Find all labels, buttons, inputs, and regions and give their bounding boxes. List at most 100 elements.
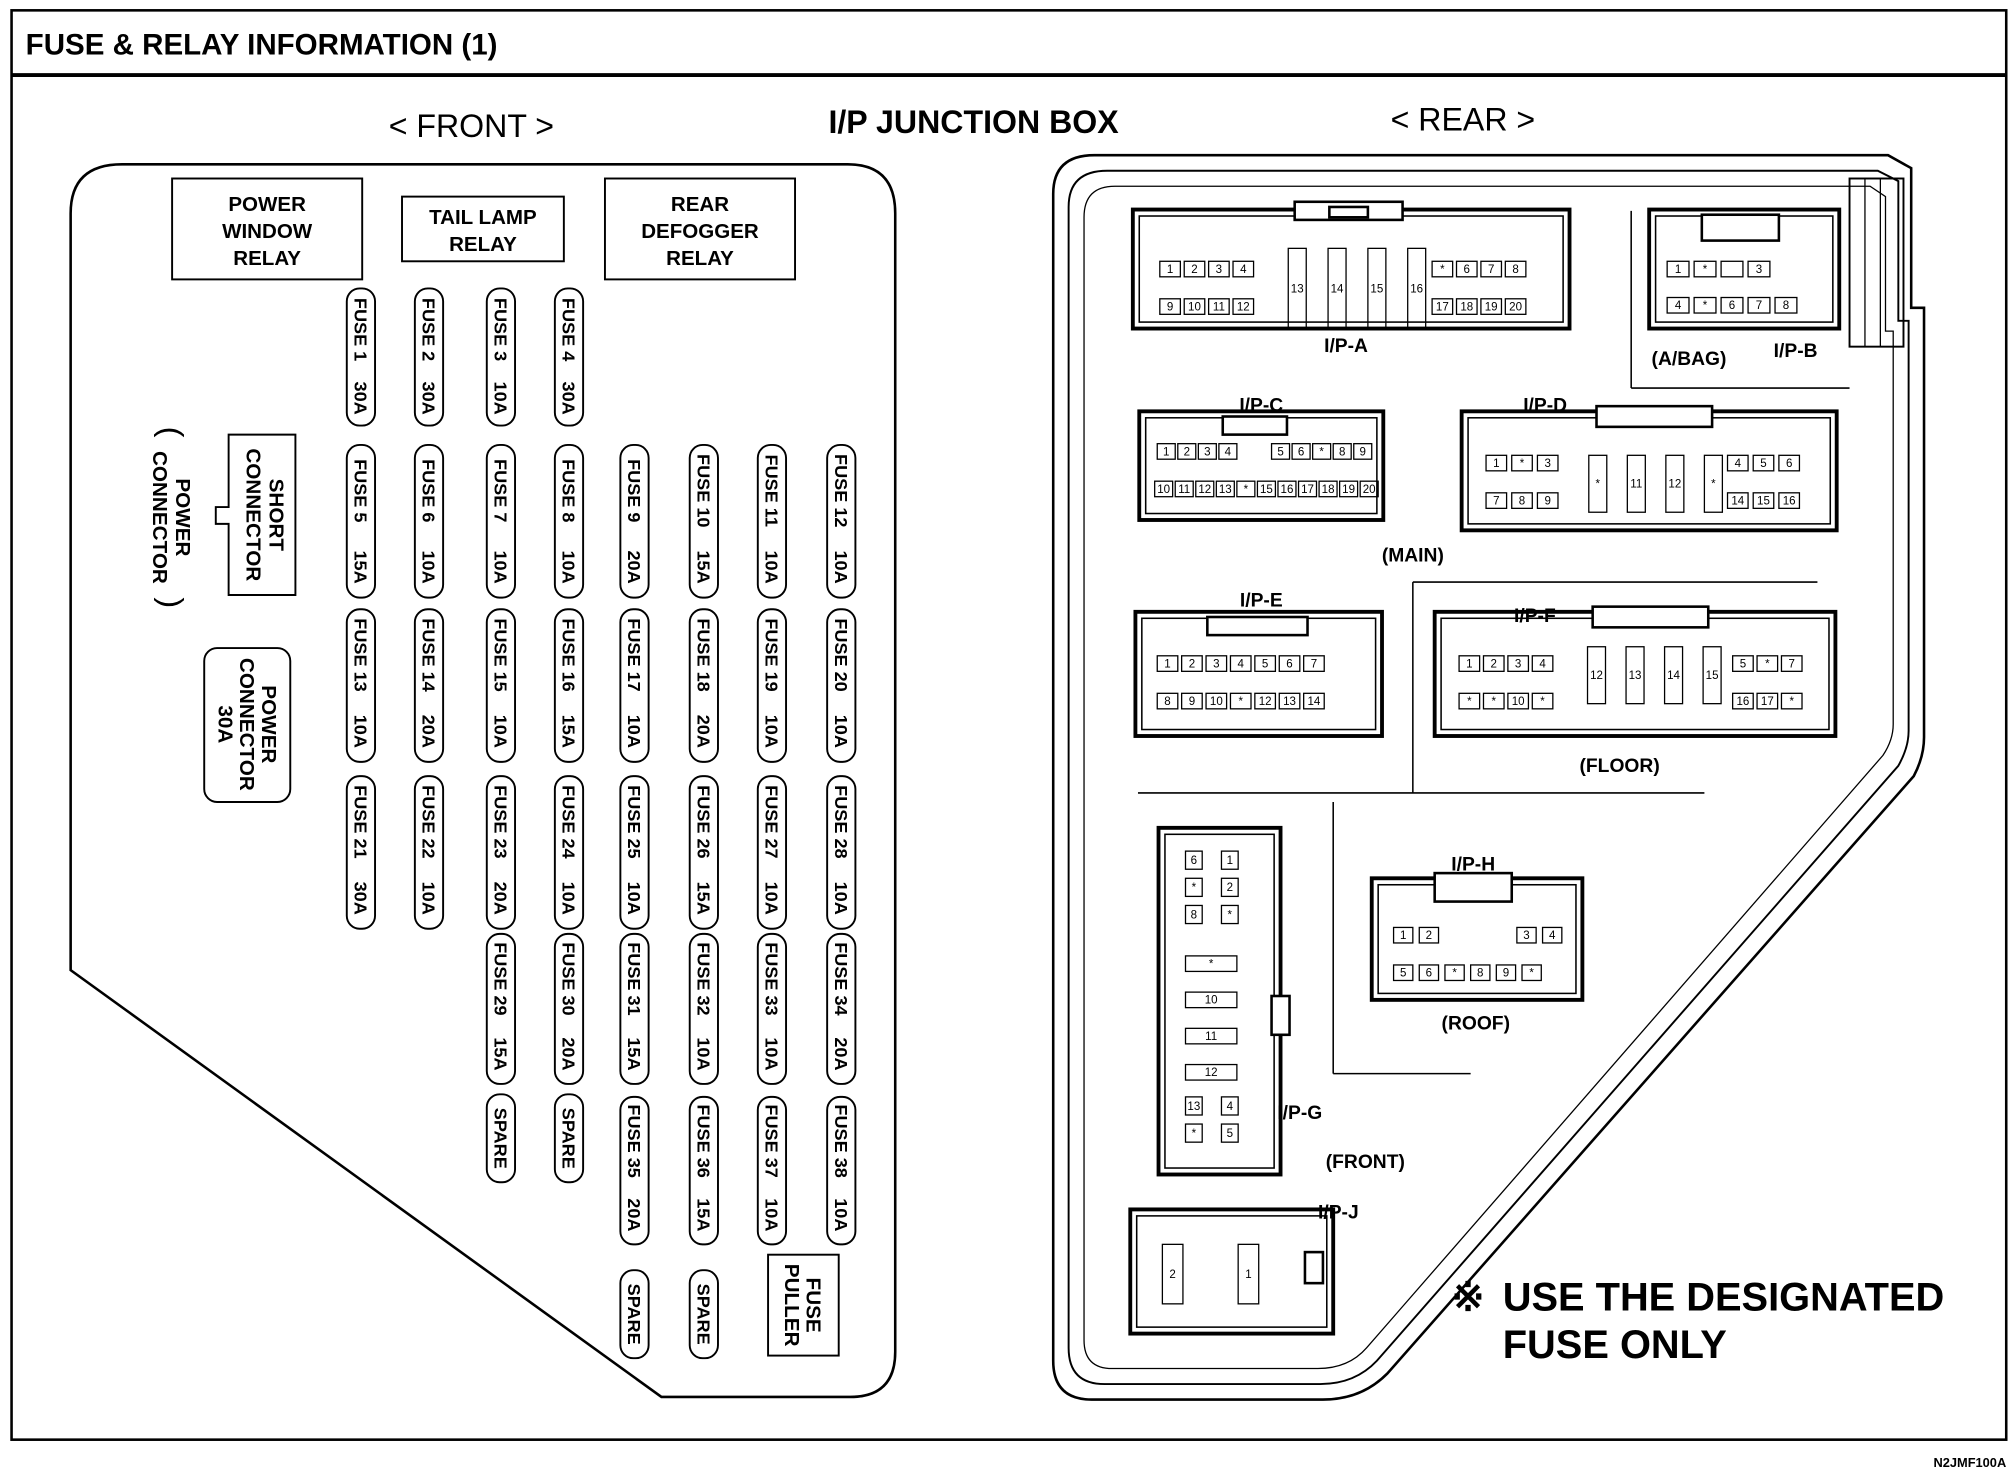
ipg-pair-1-a: * (1192, 881, 1197, 894)
iph-b-pin-0: 5 (1400, 967, 1406, 980)
spare-slot-2: SPARE (553, 1093, 585, 1184)
ipb-sub-label: (A/BAG) (1652, 349, 1727, 370)
ipg-pair-0-a: 6 (1191, 854, 1197, 867)
fuse-28-label: FUSE 28 (831, 785, 851, 858)
note-line-1: USE THE DESIGNATED (1503, 1275, 1944, 1319)
ipc-b-pin-10: 20 (1363, 483, 1376, 496)
ipe-t-pin-6: 7 (1311, 657, 1317, 670)
ipg-single-1: 10 (1205, 994, 1218, 1007)
ipg-sub-label: (FRONT) (1326, 1152, 1405, 1173)
ipa-rb-pin-0: 17 (1436, 300, 1449, 313)
power-connector-30a: POWER CONNECTOR 30A (203, 647, 292, 803)
ipf-rt-pin-1: * (1765, 657, 1770, 670)
ipc-b-pin-5: 15 (1260, 483, 1273, 496)
ipa-lb-pin-2: 11 (1213, 300, 1225, 313)
fuse-2-label: FUSE 2 (419, 298, 439, 361)
fuse-30-label: FUSE 30 (559, 942, 579, 1015)
fuse-21-amp: 30A (351, 882, 371, 915)
ipe-b-pin-4: 12 (1259, 695, 1272, 708)
fuse-30-amp: 20A (559, 1037, 579, 1070)
ipb-label: I/P-B (1774, 341, 1818, 362)
ipc-b-pin-4: * (1244, 483, 1249, 496)
ipg-pair2-1-a: * (1192, 1127, 1197, 1140)
ipe-t-pin-0: 1 (1164, 657, 1170, 670)
fuse-6-label: FUSE 6 (419, 459, 439, 522)
ipf-sub-label: (FLOOR) (1580, 756, 1660, 777)
fuse-29-label: FUSE 29 (491, 942, 511, 1015)
ipf-lb-pin-2: 10 (1512, 695, 1525, 708)
ipg-pair2-0-b: 4 (1227, 1100, 1234, 1113)
spare-slot-4-label: SPARE (693, 1284, 713, 1345)
ipe-b-pin-3: * (1238, 695, 1243, 708)
fuse-2-amp: 30A (419, 382, 439, 415)
fuse-15-amp: 10A (491, 715, 511, 748)
ipa-lb-pin-1: 10 (1188, 300, 1201, 313)
fuse-34-label: FUSE 34 (831, 942, 851, 1015)
ipd-rt-pin-0: 4 (1735, 457, 1742, 470)
ipd-sub-label: (MAIN) (1382, 545, 1444, 566)
ipa-rt-pin-2: 7 (1488, 263, 1494, 276)
ipa-rt-pin-3: 8 (1512, 263, 1518, 276)
rear-defogger-relay-line-1: REAR (671, 193, 729, 216)
fuse-5-amp: 15A (351, 550, 371, 583)
ipc-b-pin-2: 12 (1198, 483, 1211, 496)
rear-defogger-relay-line-2: DEFOGGER (641, 220, 759, 243)
ipf-rt-pin-0: 5 (1740, 657, 1746, 670)
fuse-18-label: FUSE 18 (693, 618, 713, 691)
power-connector-30a-line-2: CONNECTOR (235, 658, 258, 791)
ipd-lt-pin-2: 3 (1544, 457, 1550, 470)
ipe-t-pin-5: 6 (1286, 657, 1292, 670)
iph-tr-pin-0: 3 (1523, 929, 1529, 942)
iph-b-pin-3: 8 (1477, 967, 1483, 980)
fuse-16-amp: 15A (559, 715, 579, 748)
fuse-33-amp: 10A (762, 1037, 782, 1070)
power-connector-label-line-2: CONNECTOR (148, 451, 171, 584)
ipb-b-pin-3: 7 (1756, 299, 1762, 312)
ipd-rt-pin-2: 6 (1786, 457, 1792, 470)
ipc-tr-pin-0: 5 (1277, 445, 1283, 458)
ipd-rt-pin-1: 5 (1760, 457, 1766, 470)
fuse-22-label: FUSE 22 (419, 785, 439, 858)
ipf-mid-pin-2: 14 (1667, 669, 1680, 682)
fuse-34-amp: 20A (831, 1037, 851, 1070)
ipd-lt-pin-0: 1 (1493, 457, 1499, 470)
fuse-4-amp: 30A (559, 382, 579, 415)
ipf-lb-pin-0: * (1467, 695, 1472, 708)
ipa-rb-pin-2: 19 (1485, 300, 1498, 313)
ipd-mid-pin-2: 12 (1668, 478, 1681, 491)
iph-label: I/P-H (1451, 854, 1495, 875)
ipf-mid-pin-1: 13 (1629, 669, 1642, 682)
ipc-tr-pin-4: 9 (1360, 445, 1366, 458)
ipd-mid-pin-1: 11 (1630, 478, 1642, 491)
ipe-b-pin-2: 10 (1210, 695, 1223, 708)
tail-lamp-relay-line-1: TAIL LAMP (429, 206, 537, 229)
ipj-pin-1: 1 (1245, 1268, 1251, 1281)
ipa-lb-pin-0: 9 (1167, 300, 1173, 313)
ipd-rb-pin-0: 14 (1731, 494, 1744, 507)
iph-tl-pin-1: 2 (1426, 929, 1432, 942)
fuse-14-amp: 20A (419, 715, 439, 748)
ipe-label: I/P-E (1240, 591, 1283, 612)
ipd-lb-pin-2: 9 (1544, 494, 1550, 507)
fuse-33-label: FUSE 33 (762, 942, 782, 1015)
ipf-rt-pin-2: 7 (1789, 657, 1795, 670)
iph-b-pin-2: * (1452, 967, 1457, 980)
fuse-8-label: FUSE 8 (559, 459, 579, 522)
